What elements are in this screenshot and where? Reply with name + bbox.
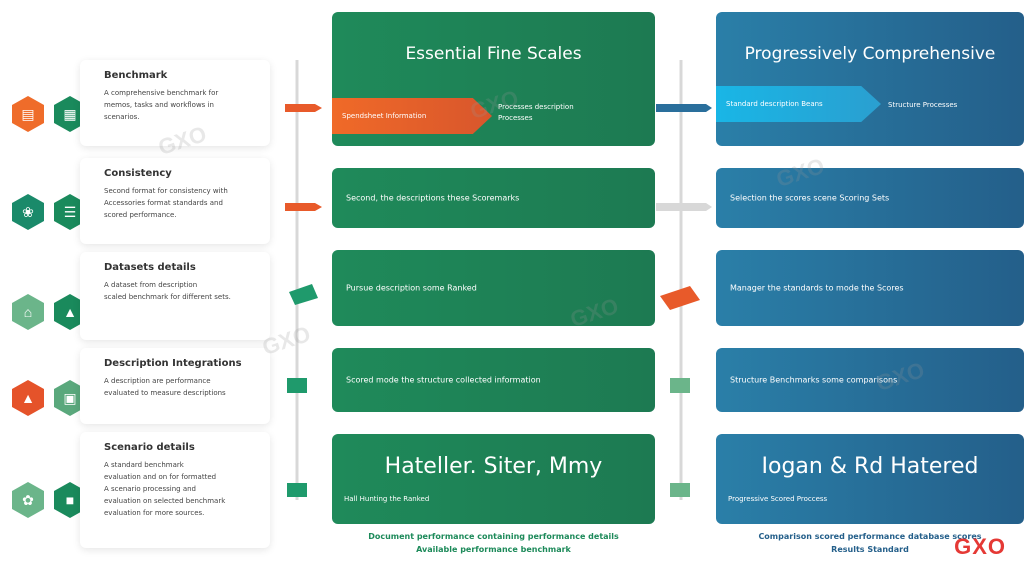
right-row-3: Structure Benchmarks some comparisons bbox=[716, 348, 1024, 412]
card-title: Benchmark bbox=[104, 70, 168, 81]
row-text: Pursue description some Ranked bbox=[346, 283, 477, 293]
card-line: A comprehensive benchmark for bbox=[104, 89, 219, 97]
card-description: Description Integrations A description a… bbox=[80, 348, 270, 424]
card-scenario: Scenario details A standard benchmark ev… bbox=[80, 432, 270, 548]
row-text: Manager the standards to mode the Scores bbox=[730, 283, 904, 293]
card-line: scored performance. bbox=[104, 211, 177, 219]
card-line: A description are performance bbox=[104, 377, 211, 385]
card-line: memos, tasks and workflows in bbox=[104, 101, 214, 109]
right-header-band: Standard description Beans bbox=[716, 86, 881, 122]
row-text: Structure Benchmarks some comparisons bbox=[730, 375, 898, 385]
right-header-box: Progressively Comprehensive Standard des… bbox=[716, 12, 1024, 146]
card-line: A standard benchmark bbox=[104, 461, 184, 469]
caption-line: Available performance benchmark bbox=[416, 545, 571, 554]
card-datasets: Datasets details A dataset from descript… bbox=[80, 252, 270, 340]
card-title: Scenario details bbox=[104, 442, 195, 453]
card-title: Consistency bbox=[104, 168, 172, 179]
card-title: Description Integrations bbox=[104, 358, 242, 369]
caption-line: Results Standard bbox=[831, 545, 909, 554]
middle-header-box: Essential Fine Scales Spendsheet Informa… bbox=[332, 12, 655, 146]
card-line: evaluation and on for formatted bbox=[104, 473, 217, 481]
middle-header-band: Spendsheet Information bbox=[332, 98, 492, 134]
right-header-title: Progressively Comprehensive bbox=[744, 44, 996, 64]
row-text: Hall Hunting the Ranked bbox=[344, 495, 430, 503]
right-bottom-title: Iogan & Rd Hatered bbox=[761, 454, 979, 479]
row-text: Progressive Scored Proccess bbox=[728, 495, 828, 503]
card-line: A dataset from description bbox=[104, 281, 198, 289]
card-line: evaluated to measure descriptions bbox=[104, 389, 226, 397]
card-line: evaluation for more sources. bbox=[104, 509, 205, 517]
arrow-row1-right bbox=[656, 104, 712, 112]
row-text: Selection the scores scene Scoring Sets bbox=[730, 193, 890, 203]
arrow-row2-right bbox=[656, 203, 712, 211]
card-line: Accessories format standards and bbox=[104, 199, 223, 207]
row-text: Second, the descriptions these Scoremark… bbox=[346, 193, 520, 203]
brand-logo: GXO bbox=[954, 534, 1006, 559]
card-line: A scenario processing and bbox=[104, 485, 196, 493]
right-row-2: Manager the standards to mode the Scores bbox=[716, 250, 1024, 326]
card-line: Second format for consistency with bbox=[104, 187, 228, 195]
arrow-row5-right bbox=[670, 483, 690, 497]
card-line: scaled benchmark for different sets. bbox=[104, 293, 231, 301]
arrow-row3-right bbox=[660, 286, 700, 310]
caption-line: Document performance containing performa… bbox=[368, 532, 619, 541]
right-header-sub: Structure Processes bbox=[888, 101, 958, 109]
middle-row-2: Pursue description some Ranked bbox=[332, 250, 655, 326]
middle-header-title: Essential Fine Scales bbox=[405, 44, 582, 64]
sub-line: Processes bbox=[498, 114, 533, 122]
right-caption: Comparison scored performance database s… bbox=[716, 530, 1024, 556]
arrow-row1-left bbox=[285, 104, 322, 112]
arrow-row5-left bbox=[287, 483, 307, 497]
right-row-1: Selection the scores scene Scoring Sets bbox=[716, 168, 1024, 228]
card-line: scenarios. bbox=[104, 113, 140, 121]
band-text: Standard description Beans bbox=[726, 100, 823, 108]
card-consistency: Consistency Second format for consistenc… bbox=[80, 158, 270, 244]
middle-header-sub: Processes description Processes bbox=[498, 102, 574, 124]
arrow-row3-left bbox=[289, 284, 318, 305]
middle-row-3: Scored mode the structure collected info… bbox=[332, 348, 655, 412]
arrow-row4-right bbox=[670, 378, 690, 393]
band-text: Spendsheet Information bbox=[342, 112, 427, 120]
arrow-row2-left bbox=[285, 203, 322, 211]
row-text: Scored mode the structure collected info… bbox=[346, 375, 541, 385]
middle-row-1: Second, the descriptions these Scoremark… bbox=[332, 168, 655, 228]
middle-bottom-title: Hateller. Siter, Mmy bbox=[384, 454, 603, 479]
right-bottom-box: Iogan & Rd Hatered Progressive Scored Pr… bbox=[716, 434, 1024, 524]
card-line: evaluation on selected benchmark bbox=[104, 497, 226, 505]
sub-line: Processes description bbox=[498, 103, 574, 111]
card-benchmark: Benchmark A comprehensive benchmark for … bbox=[80, 60, 270, 146]
middle-bottom-box: Hateller. Siter, Mmy Hall Hunting the Ra… bbox=[332, 434, 655, 524]
caption-line: Comparison scored performance database s… bbox=[758, 532, 982, 541]
card-title: Datasets details bbox=[104, 262, 196, 273]
arrow-row4-left bbox=[287, 378, 307, 393]
middle-caption: Document performance containing performa… bbox=[332, 530, 655, 556]
